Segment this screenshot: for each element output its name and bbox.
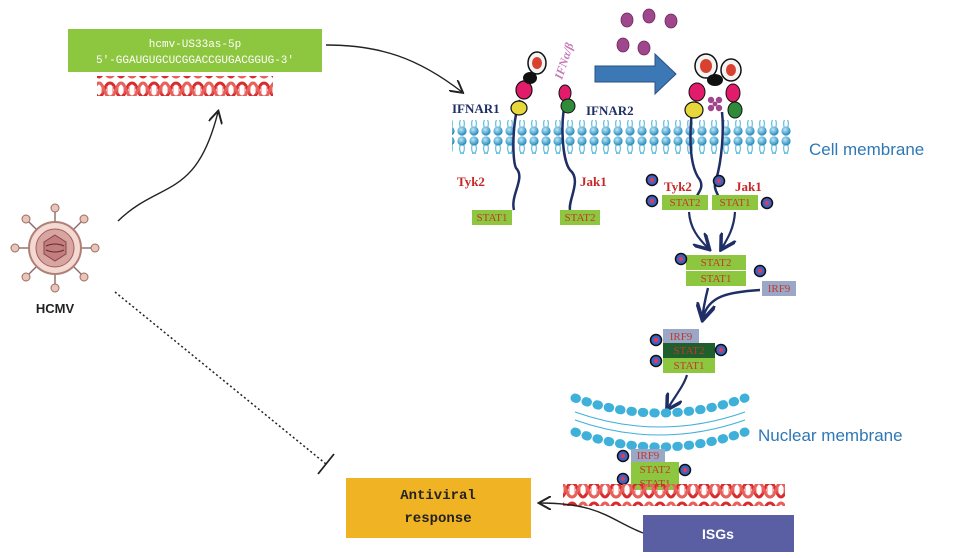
mirna-dna-helix (97, 76, 273, 96)
nuclear-isgf3-complex: IRF9 STAT2 STAT1 (631, 449, 679, 490)
phospho-dot (616, 472, 630, 486)
nuclear-dna-helix (563, 484, 785, 506)
mirna-box-background (68, 29, 322, 72)
ifn-ligand-label: IFNα/β (551, 40, 576, 82)
irf9-join-arrow (703, 288, 761, 318)
antiviral-response-box: Antiviral response (346, 478, 531, 538)
cell-membrane-bilayer (452, 120, 792, 154)
phospho-dot (753, 264, 767, 278)
svg-text:STAT1: STAT1 (674, 360, 705, 372)
phospho-dot (674, 252, 688, 266)
ifn-ligand-dots (616, 8, 678, 56)
hcmv-to-mirna-arrow (117, 112, 218, 222)
mirna-name: hcmv-US33as-5p (149, 39, 241, 51)
tyk2-label-inactive: Tyk2 (457, 174, 485, 189)
svg-text:STAT1: STAT1 (701, 273, 732, 285)
isgs-to-antiviral-arrow (540, 503, 644, 534)
svg-text:STAT1: STAT1 (720, 197, 751, 209)
tyk2-label-active: Tyk2 (664, 179, 692, 194)
ifnar1-receptor (510, 51, 547, 211)
stat-dimer: STAT2 STAT1 (686, 255, 746, 286)
phospho-dot (714, 343, 728, 357)
nuclear-import-arrow (668, 374, 689, 408)
ifnar2-receptor (558, 84, 577, 211)
stat2-box-active: STAT2 (662, 195, 708, 210)
svg-text:STAT2: STAT2 (670, 197, 701, 209)
mirna-sequence: 5'-GGAUGUGCUCGGACCGUGACGGUG-3' (96, 55, 294, 67)
phospho-dot (649, 354, 663, 368)
antiviral-label-line1: Antiviral (400, 488, 476, 504)
svg-text:STAT2: STAT2 (701, 257, 732, 269)
phospho-dot (649, 333, 663, 347)
dimer-to-isgf3-arrow (700, 287, 710, 321)
svg-text:STAT2: STAT2 (674, 345, 705, 357)
isgs-label: ISGs (702, 526, 734, 542)
phospho-dot (616, 449, 630, 463)
jak1-label-active: Jak1 (735, 179, 762, 194)
nuclear-membrane-bilayer (570, 393, 750, 452)
antiviral-label-line2: response (404, 511, 471, 527)
ifnar1-label: IFNAR1 (452, 101, 500, 116)
mirna-box: hcmv-US33as-5p 5'-GGAUGUGCUCGGACCGUGACGG… (68, 29, 322, 72)
irf9-box-free: IRF9 (762, 281, 796, 296)
stat1-box-inactive: STAT1 (472, 210, 512, 225)
svg-text:STAT1: STAT1 (477, 212, 508, 224)
cell-membrane-label: Cell membrane (809, 140, 924, 159)
svg-text:STAT2: STAT2 (565, 212, 596, 224)
hcmv-inhibition-line (114, 291, 327, 465)
mirna-to-receptor-arrow (325, 44, 462, 92)
svg-text:IRF9: IRF9 (637, 450, 660, 462)
stat2-to-dimer-arrow (687, 211, 708, 248)
ifnar2-label: IFNAR2 (586, 103, 634, 118)
stat1-to-dimer-arrow (722, 211, 735, 248)
phospho-dot (678, 463, 692, 477)
activation-arrow (594, 52, 677, 96)
stat1-box-active: STAT1 (712, 195, 758, 210)
svg-text:STAT2: STAT2 (640, 464, 671, 476)
isgs-box: ISGs (643, 515, 794, 552)
isgf3-complex: IRF9 STAT2 STAT1 (663, 329, 715, 373)
hcmv-label: HCMV (36, 301, 75, 316)
inhibition-bar (317, 453, 335, 475)
stat2-box-inactive: STAT2 (560, 210, 600, 225)
svg-text:IRF9: IRF9 (670, 331, 693, 343)
svg-text:IRF9: IRF9 (768, 283, 791, 295)
hcmv-virus-icon (10, 203, 100, 293)
jak1-label-inactive: Jak1 (580, 174, 607, 189)
nuclear-membrane-label: Nuclear membrane (758, 426, 903, 445)
